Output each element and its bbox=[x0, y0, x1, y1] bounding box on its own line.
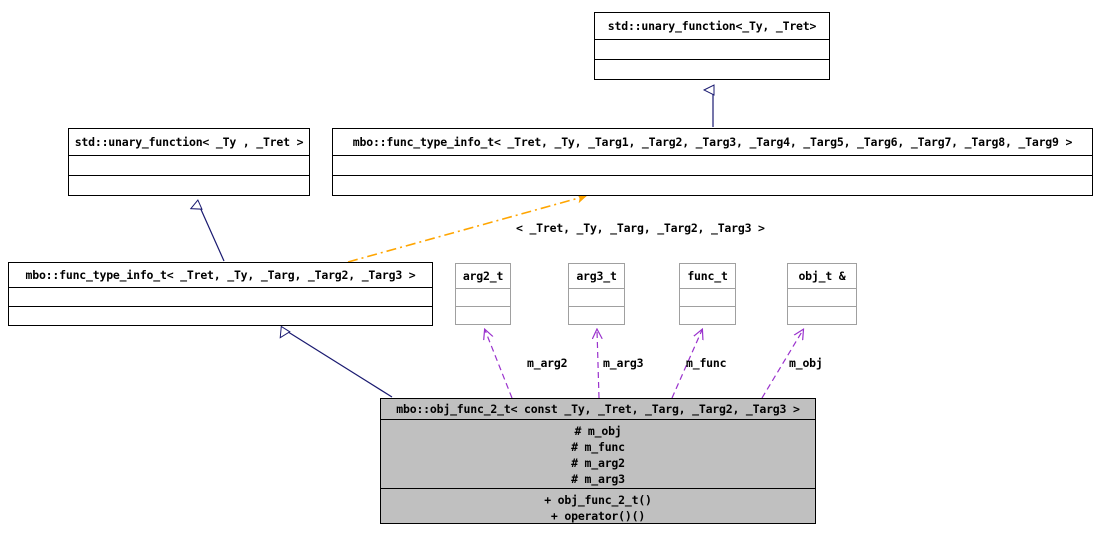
edge-usage-m_arg2 bbox=[485, 330, 513, 399]
node-func-type-info-t-spec[interactable]: mbo::func_type_info_t< _Tret, _Ty, _Targ… bbox=[8, 262, 433, 326]
node-attributes bbox=[680, 288, 735, 306]
attribute-item: # m_func bbox=[571, 440, 625, 454]
node-title: mbo::func_type_info_t< _Tret, _Ty, _Targ… bbox=[352, 135, 1073, 149]
node-title: mbo::obj_func_2_t< const _Ty, _Tret, _Ta… bbox=[396, 402, 800, 416]
node-title: std::unary_function<_Ty, _Tret> bbox=[607, 19, 817, 33]
node-operations bbox=[680, 306, 735, 324]
node-func-t[interactable]: func_t bbox=[679, 263, 736, 325]
attribute-item: # m_arg3 bbox=[571, 472, 625, 486]
node-operations bbox=[69, 175, 309, 195]
node-attributes bbox=[569, 288, 624, 306]
node-operations bbox=[569, 306, 624, 324]
attribute-item: # m_arg2 bbox=[571, 456, 625, 470]
node-title: obj_t & bbox=[798, 269, 846, 283]
edge-label-m-obj: m_obj bbox=[789, 356, 823, 370]
node-operations bbox=[333, 175, 1092, 195]
node-title: arg2_t bbox=[462, 269, 504, 283]
node-obj-func-2-t[interactable]: mbo::obj_func_2_t< const _Ty, _Tret, _Ta… bbox=[380, 398, 816, 524]
node-operations bbox=[595, 59, 829, 79]
node-func-type-info-t-full[interactable]: mbo::func_type_info_t< _Tret, _Ty, _Targ… bbox=[332, 128, 1093, 196]
edge-inheritance-spec-to-unaryfunction bbox=[199, 205, 225, 262]
node-operations bbox=[9, 306, 432, 325]
node-attributes bbox=[456, 288, 510, 306]
node-attributes bbox=[788, 288, 856, 306]
node-operations: + obj_func_2_t() + operator()() bbox=[381, 488, 815, 523]
node-std-unary-function-left[interactable]: std::unary_function< _Ty , _Tret > bbox=[68, 128, 310, 196]
node-arg3-t[interactable]: arg3_t bbox=[568, 263, 625, 325]
edge-label-m-arg2: m_arg2 bbox=[527, 356, 568, 370]
edge-usage-m_arg3 bbox=[597, 330, 599, 399]
operation-item: + operator()() bbox=[550, 509, 646, 523]
node-operations bbox=[788, 306, 856, 324]
node-obj-t-ref[interactable]: obj_t & bbox=[787, 263, 857, 325]
node-attributes bbox=[595, 39, 829, 59]
edge-inheritance-objfunc-to-functypeinfo bbox=[285, 330, 393, 398]
node-attributes bbox=[69, 155, 309, 175]
node-std-unary-function-top[interactable]: std::unary_function<_Ty, _Tret> bbox=[594, 12, 830, 80]
node-operations bbox=[456, 306, 510, 324]
edge-label-template-binding: < _Tret, _Ty, _Targ, _Targ2, _Targ3 > bbox=[516, 221, 765, 235]
node-arg2-t[interactable]: arg2_t bbox=[455, 263, 511, 325]
node-attributes bbox=[333, 155, 1092, 175]
node-attributes: # m_obj # m_func # m_arg2 # m_arg3 bbox=[381, 419, 815, 488]
node-title: std::unary_function< _Ty , _Tret > bbox=[74, 135, 304, 149]
operation-item: + obj_func_2_t() bbox=[544, 493, 652, 507]
node-attributes bbox=[9, 287, 432, 306]
edge-label-m-func: m_func bbox=[686, 356, 727, 370]
node-title: func_t bbox=[687, 269, 728, 283]
node-title: arg3_t bbox=[576, 269, 617, 283]
attribute-item: # m_obj bbox=[574, 424, 622, 438]
node-title: mbo::func_type_info_t< _Tret, _Ty, _Targ… bbox=[25, 268, 416, 282]
edge-label-m-arg3: m_arg3 bbox=[603, 356, 644, 370]
